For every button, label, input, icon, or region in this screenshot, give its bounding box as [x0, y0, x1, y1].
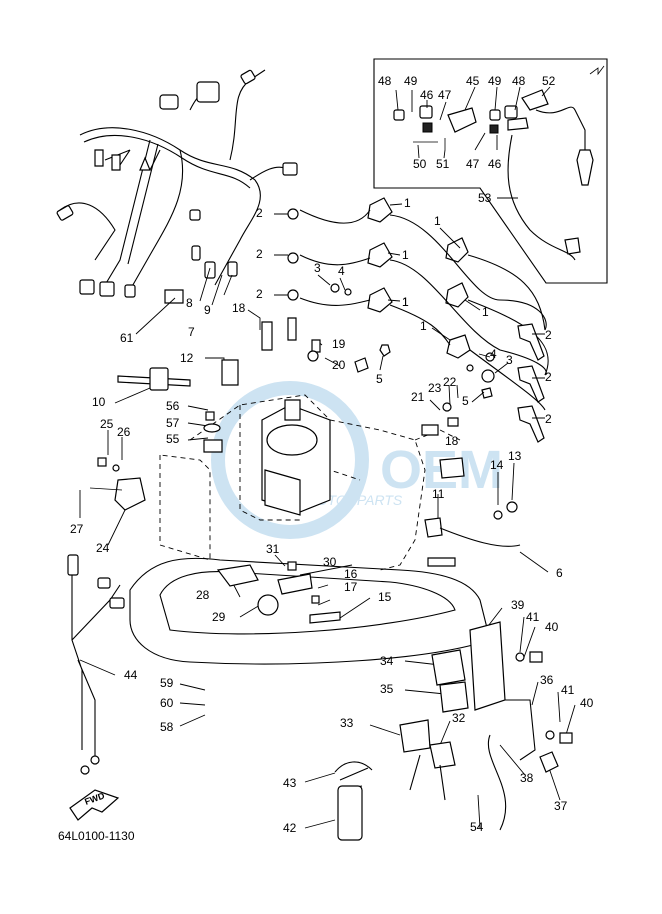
callout-c13: 13: [508, 449, 522, 463]
callout-c46b: 46: [488, 157, 502, 171]
callout-c40a: 40: [545, 620, 559, 634]
callout-c46a: 46: [420, 88, 434, 102]
callout-c34: 34: [380, 654, 394, 668]
callout-c56: 56: [166, 399, 180, 413]
callout-c59: 59: [160, 676, 174, 690]
callout-c1d: 1: [434, 214, 441, 228]
callout-c6: 6: [556, 566, 563, 580]
callout-c21: 21: [411, 390, 425, 404]
callout-c2a: 2: [256, 206, 263, 220]
callout-c41a: 41: [526, 610, 540, 624]
wire-harness: [56, 69, 298, 304]
callout-c30: 30: [323, 555, 337, 569]
callout-c32: 32: [452, 711, 466, 725]
callout-c58: 58: [160, 720, 174, 734]
callout-c1f: 1: [420, 319, 427, 333]
callout-c53: 53: [478, 191, 492, 205]
inset-box: [373, 58, 608, 284]
callout-c51: 51: [436, 157, 450, 171]
callout-c18a: 18: [232, 301, 246, 315]
callout-c17: 17: [344, 580, 358, 594]
callout-c27: 27: [70, 522, 84, 536]
callout-c33: 33: [340, 716, 354, 730]
callout-c3a: 3: [314, 261, 321, 275]
leader-lines: [79, 86, 576, 829]
callout-c29: 29: [212, 610, 226, 624]
callout-c35: 35: [380, 682, 394, 696]
callout-c1c: 1: [402, 295, 409, 309]
callout-c1b: 1: [402, 248, 409, 262]
callout-c44: 44: [124, 668, 138, 682]
callout-c23: 23: [428, 381, 442, 395]
callout-c2e: 2: [545, 370, 552, 384]
callout-c1e: 1: [482, 305, 489, 319]
callout-c45: 45: [466, 74, 480, 88]
callout-c19: 19: [332, 337, 346, 351]
relays: [399, 621, 573, 831]
diagram-code: 64L0100-1130: [58, 829, 135, 843]
callout-c2c: 2: [256, 287, 263, 301]
callout-c1a: 1: [404, 196, 411, 210]
callout-c57: 57: [166, 416, 180, 430]
misc-parts: [89, 317, 521, 624]
callout-c60: 60: [160, 696, 174, 710]
callout-c54: 54: [470, 820, 484, 834]
callout-c5a: 5: [376, 372, 383, 386]
engine-outline: [129, 394, 491, 665]
callout-c36: 36: [540, 673, 554, 687]
watermark: OEM MOTORPARTS: [211, 381, 503, 539]
callout-c48b: 48: [512, 74, 526, 88]
callout-c24: 24: [96, 541, 110, 555]
callout-c4b: 4: [490, 347, 497, 361]
callout-c22: 22: [443, 375, 457, 389]
callout-c10: 10: [92, 395, 106, 409]
callout-c50: 50: [413, 157, 427, 171]
callout-c48a: 48: [378, 74, 392, 88]
callout-c47b: 47: [466, 157, 480, 171]
callout-c41b: 41: [561, 683, 575, 697]
callout-c4a: 4: [338, 264, 345, 278]
callout-c61: 61: [120, 331, 134, 345]
callout-c43: 43: [283, 776, 297, 790]
ignition-coils: [287, 197, 549, 443]
callout-c3b: 3: [506, 353, 513, 367]
callout-c39: 39: [511, 598, 525, 612]
callout-c11: 11: [432, 487, 445, 501]
callout-c55: 55: [166, 432, 180, 446]
callout-c8: 8: [186, 296, 193, 310]
callout-c7: 7: [188, 325, 195, 339]
callout-c2b: 2: [256, 247, 263, 261]
callout-c38: 38: [520, 771, 534, 785]
callout-c16: 16: [344, 567, 358, 581]
callout-c5b: 5: [462, 394, 469, 408]
callout-c26: 26: [117, 425, 131, 439]
fwd-arrow-icon: FWD: [69, 789, 120, 821]
callout-c40b: 40: [580, 696, 594, 710]
callout-c15: 15: [378, 590, 392, 604]
callout-c25: 25: [100, 417, 114, 431]
callout-c42: 42: [283, 821, 297, 835]
callout-c28: 28: [196, 588, 210, 602]
callout-c1g: 1: [402, 295, 409, 309]
callout-c49b: 49: [488, 74, 502, 88]
callout-c52: 52: [542, 74, 556, 88]
sub-harness: [67, 554, 125, 775]
callout-c31: 31: [266, 542, 280, 556]
callout-c20: 20: [332, 358, 346, 372]
callout-c12: 12: [180, 351, 194, 365]
callout-c47a: 47: [438, 88, 452, 102]
callout-c14: 14: [490, 458, 504, 472]
callout-c9: 9: [204, 303, 211, 317]
callout-c49a: 49: [404, 74, 418, 88]
spring-and-band: [334, 761, 373, 841]
callout-c2f: 2: [545, 412, 552, 426]
callout-c2d: 2: [545, 328, 552, 342]
callout-c18b: 18: [445, 434, 459, 448]
callout-c37: 37: [554, 799, 568, 813]
